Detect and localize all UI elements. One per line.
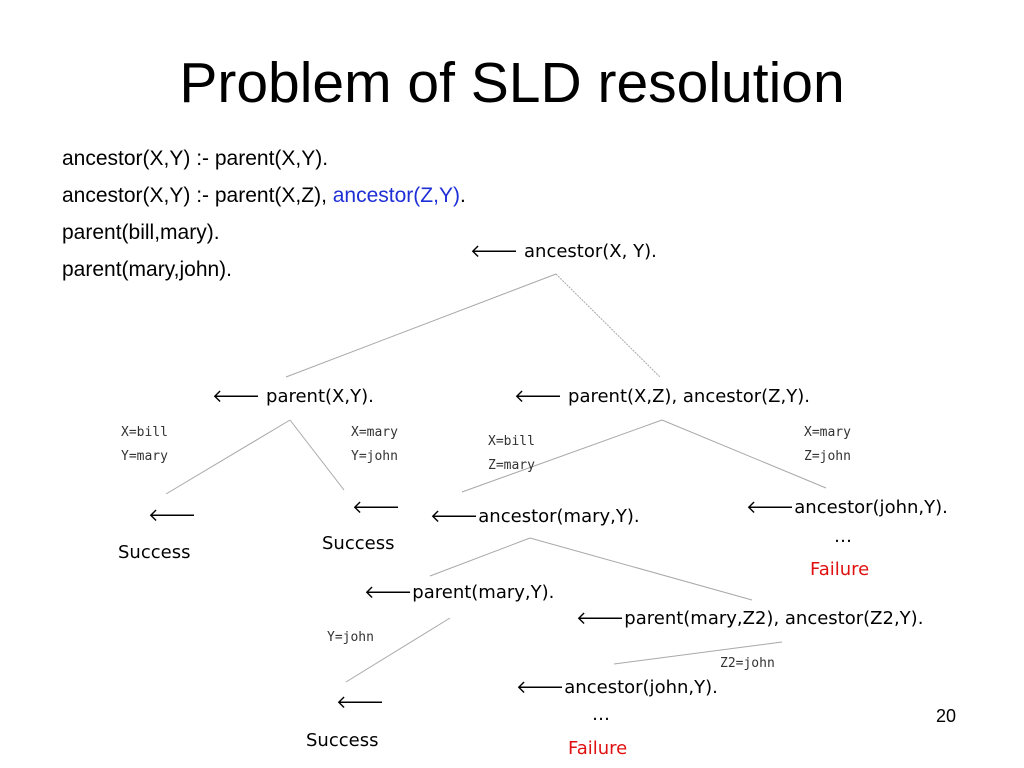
- edge-n1-success-left: [165, 419, 291, 495]
- goal-text: parent(mary,Z2), ancestor(Z2,Y).: [624, 608, 924, 629]
- edge-n2-n4: [661, 419, 827, 489]
- substitution-z2-john: Z2=john: [720, 656, 775, 671]
- success-label-bottom: Success: [306, 730, 379, 751]
- goal-text: ancestor(mary,Y).: [478, 506, 640, 527]
- goal-parent-mary-z2-ancestor-z2-y: 🡐parent(mary,Z2), ancestor(Z2,Y).: [576, 608, 923, 630]
- program-fact-1: parent(bill,mary).: [62, 221, 220, 244]
- left-arrow-icon: 🡐: [148, 505, 197, 526]
- ellipsis-top: …: [834, 526, 852, 547]
- goal-ancestor-john-y-bottom: 🡐ancestor(john,Y).: [516, 677, 718, 699]
- program-rule-1: ancestor(X,Y) :- parent(X,Y).: [62, 147, 329, 170]
- substitution-x-bill-z-mary: X=bill Z=mary: [488, 434, 535, 473]
- substitution-x-bill-y-mary: X=bill Y=mary: [121, 425, 168, 464]
- rule-2-recursive-call: ancestor(Z,Y): [332, 184, 460, 207]
- edge-root-n2: [555, 273, 661, 378]
- tree-root-goal: 🡐 ancestor(X, Y).: [470, 241, 657, 263]
- rule-2-prefix: ancestor(X,Y) :- parent(X,Z),: [62, 184, 333, 207]
- substitution-y-john: Y=john: [327, 630, 374, 645]
- slide-title: Problem of SLD resolution: [179, 51, 845, 115]
- failure-label-bottom: Failure: [568, 738, 628, 759]
- program-fact-2: parent(mary,john).: [62, 258, 233, 281]
- edge-n6-n7: [613, 641, 783, 665]
- left-arrow-icon: 🡐: [470, 241, 519, 262]
- success-label-right: Success: [322, 533, 395, 554]
- edge-n2-n3: [461, 419, 663, 493]
- goal-parent-mary-y: 🡐parent(mary,Y).: [364, 582, 554, 604]
- failure-label-top: Failure: [810, 559, 870, 580]
- left-arrow-icon: 🡐: [336, 692, 385, 713]
- left-arrow-icon: 🡐: [352, 497, 401, 518]
- success-label-left: Success: [118, 542, 191, 563]
- edge-n3-n5: [429, 537, 531, 577]
- left-arrow-icon: 🡐: [576, 608, 625, 629]
- left-arrow-icon: 🡐: [364, 582, 413, 603]
- edge-n5-success: [345, 617, 451, 683]
- goal-text: ancestor(john,Y).: [794, 497, 948, 518]
- goal-parent-xy: 🡐 parent(X,Y).: [212, 386, 374, 408]
- goal-parent-xz-ancestor-zy: 🡐 parent(X,Z), ancestor(Z,Y).: [514, 386, 810, 408]
- program-rule-2: ancestor(X,Y) :- parent(X,Z), ancestor(Z…: [62, 183, 466, 209]
- goal-text: ancestor(X, Y).: [524, 241, 657, 262]
- left-arrow-icon: 🡐: [430, 506, 479, 527]
- page-number: 20: [936, 706, 957, 726]
- goal-ancestor-mary-y: 🡐ancestor(mary,Y).: [430, 506, 640, 528]
- left-arrow-icon: 🡐: [516, 677, 565, 698]
- substitution-x-mary-y-john: X=mary Y=john: [351, 425, 398, 464]
- rule-2-suffix: .: [459, 184, 466, 207]
- goal-text: parent(mary,Y).: [412, 582, 555, 603]
- left-arrow-icon: 🡐: [212, 386, 261, 407]
- goal-text: parent(X,Y).: [266, 386, 374, 407]
- left-arrow-icon: 🡐: [514, 386, 563, 407]
- substitution-x-mary-z-john: X=mary Z=john: [804, 425, 851, 464]
- goal-text: parent(X,Z), ancestor(Z,Y).: [568, 386, 810, 407]
- edge-root-n1: [285, 273, 557, 378]
- left-arrow-icon: 🡐: [746, 497, 795, 518]
- goal-ancestor-john-y-top: 🡐ancestor(john,Y).: [746, 497, 948, 519]
- ellipsis-bottom: …: [592, 704, 610, 725]
- goal-text: ancestor(john,Y).: [564, 677, 718, 698]
- edge-n3-n6: [529, 537, 753, 601]
- edge-n1-success-right: [289, 419, 345, 491]
